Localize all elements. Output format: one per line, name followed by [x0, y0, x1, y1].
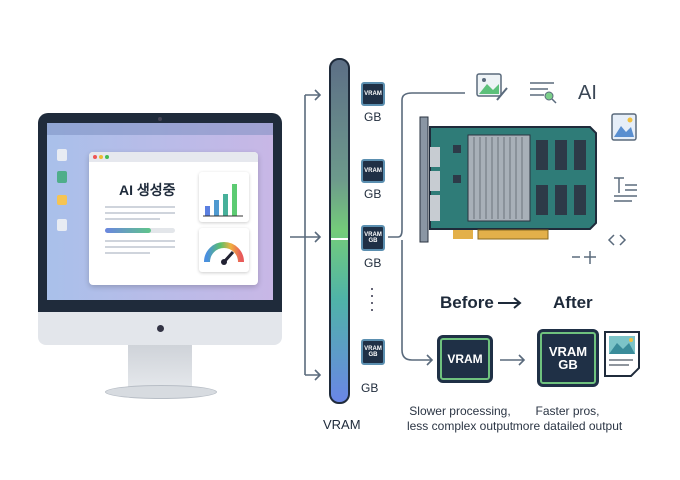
- webcam: [158, 117, 162, 121]
- window-title: AI 생성중: [119, 182, 176, 198]
- after-label: After: [553, 293, 593, 312]
- image-icon: [611, 113, 637, 141]
- vram-chip-icon: VRAM: [361, 82, 385, 106]
- progress-bar: [105, 228, 175, 233]
- app-window: AI 생성중: [89, 152, 258, 285]
- before-caption: Slower processing,less complex output: [406, 404, 514, 433]
- code-icon: [607, 234, 627, 246]
- vram-level-marker: [331, 238, 348, 240]
- before-label: Before: [440, 293, 494, 312]
- monitor-stand: [128, 345, 192, 387]
- gb-label: GB: [364, 110, 382, 124]
- vram-chip-icon: VRAM: [361, 159, 385, 183]
- gb-label: GB: [361, 381, 379, 395]
- bar-chart-card: [199, 172, 249, 222]
- ai-label: AI: [578, 82, 597, 104]
- monitor-base: [105, 385, 217, 399]
- gb-label: GB: [364, 256, 382, 270]
- folder-icon[interactable]: [57, 195, 67, 205]
- before-vram-chip: VRAM: [440, 338, 490, 380]
- after-caption: Faster pros,more datailed output: [512, 404, 623, 433]
- gpu-card-illustration: [419, 116, 597, 243]
- plus-minus-icon: [572, 251, 596, 264]
- vram-bar-label: VRAM: [323, 417, 361, 432]
- text-format-icon: [614, 177, 637, 202]
- text-search-icon: [530, 82, 557, 104]
- gauge-card: [199, 228, 249, 272]
- desktop-icon[interactable]: [57, 171, 67, 183]
- image-document-icon: [604, 331, 640, 377]
- vram-gauge-bar: [329, 58, 350, 404]
- image-edit-icon: [476, 73, 508, 101]
- gb-label: GB: [364, 187, 382, 201]
- power-button: [157, 325, 164, 332]
- menu-bar: [47, 123, 273, 135]
- ellipsis-dots: [371, 288, 373, 314]
- desktop-icon[interactable]: [57, 219, 67, 231]
- desktop-icon[interactable]: [57, 149, 67, 161]
